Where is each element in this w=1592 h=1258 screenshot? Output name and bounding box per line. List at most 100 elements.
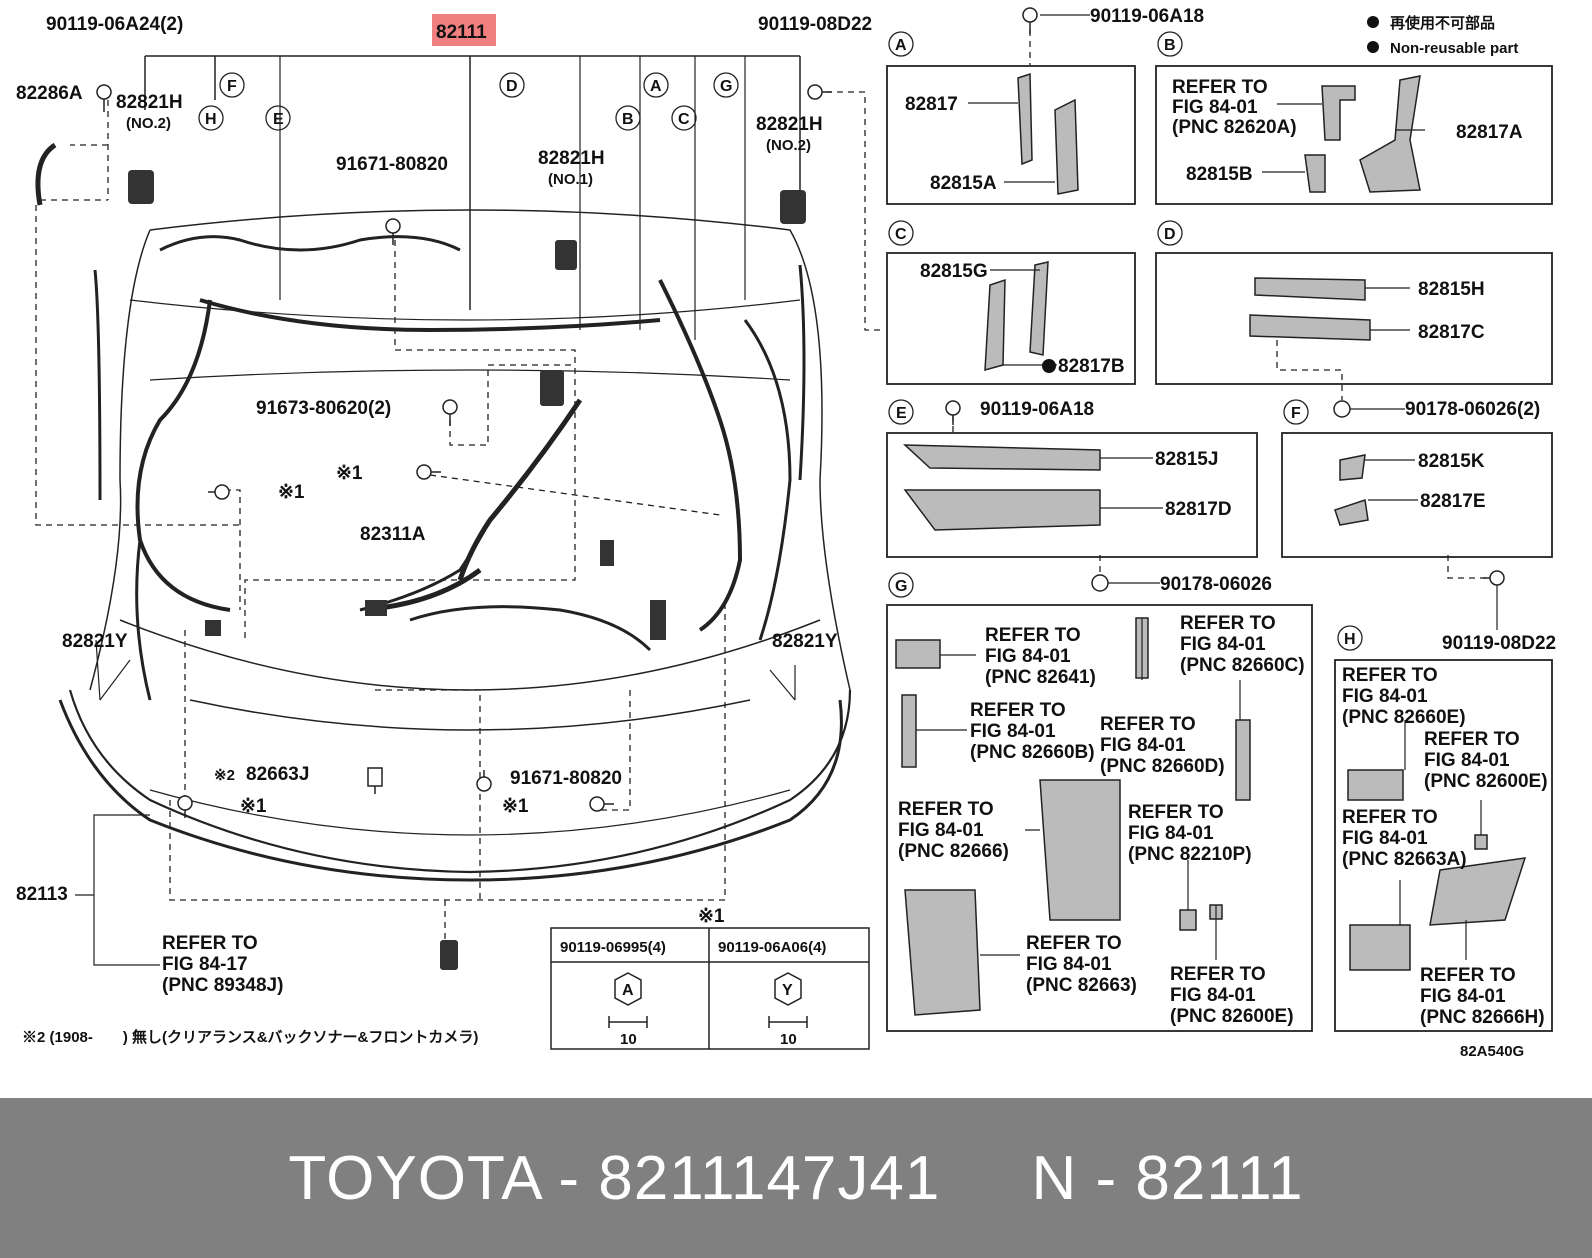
parts-diagram: 82111 90119-06A24(2) 90119-08D22 82286A …: [16, 6, 1556, 1060]
inset-G-ref0-l2: FIG 84-01: [985, 646, 1071, 667]
inset-H-ref3-l2: FIG 84-01: [1420, 986, 1506, 1007]
inset-G-ref2-l1: REFER TO: [970, 700, 1066, 721]
label-82821H-left: 82821H: [116, 92, 183, 113]
inset-G-title: G: [895, 578, 907, 595]
inset-E-part-1: 82817D: [1165, 499, 1232, 520]
footer-bar: TOYOTA - 8211147J41 N - 82111: [0, 1098, 1592, 1258]
inset-G-ref4-l3: (PNC 82666): [898, 841, 1009, 862]
inset-G-ref7-l3: (PNC 82600E): [1170, 1006, 1294, 1027]
bolt-icon: [945, 400, 961, 425]
label-82663J: 82663J: [246, 764, 309, 785]
inset-D-part-0: 82815H: [1418, 279, 1485, 300]
inset-G-ref3-l1: REFER TO: [1100, 714, 1196, 735]
bolt-icon: [208, 484, 230, 500]
footnote-star2: ※2 (1908- ) 無し(クリアランス&バックソナー&フロントカメラ): [22, 1028, 478, 1046]
inset-G-ref7-l2: FIG 84-01: [1170, 985, 1256, 1006]
inset-F-bolt-label: 90119-08D22: [1442, 633, 1556, 654]
inset-bolt-icons: [945, 7, 1505, 592]
bolt-icon: [1483, 570, 1505, 586]
label-90119-08D22: 90119-08D22: [758, 14, 872, 35]
callout-A-main: A: [650, 78, 662, 95]
inset-H-ref0-l3: (PNC 82660E): [1342, 707, 1466, 728]
inset-H-ref2-l3: (PNC 82663A): [1342, 849, 1467, 870]
inset-H-ref1-l1: REFER TO: [1424, 729, 1520, 750]
bolt-icon: [416, 464, 441, 480]
inset-G-ref5-l1: REFER TO: [1128, 802, 1224, 823]
inset-A-title: A: [895, 37, 907, 54]
label-91673-80620: 91673-80620(2): [256, 398, 391, 419]
inset-G-ref0-l1: REFER TO: [985, 625, 1081, 646]
inset-G-ref0-l3: (PNC 82641): [985, 667, 1096, 688]
figure-code: 82A540G: [1460, 1043, 1524, 1060]
inset-G-ref1-l1: REFER TO: [1180, 613, 1276, 634]
inset-G-ref4-l1: REFER TO: [898, 799, 994, 820]
inset-H-ref0-l1: REFER TO: [1342, 665, 1438, 686]
bolt-table-col1-part: 90119-06995(4): [560, 939, 666, 956]
bolt-table-col2-letter: Y: [782, 982, 793, 999]
label-90119-06A24: 90119-06A24(2): [46, 14, 183, 35]
inset-G-ref1-l3: (PNC 82660C): [1180, 655, 1305, 676]
inset-G-ref5-l2: FIG 84-01: [1128, 823, 1214, 844]
inset-C-part-0: 82815G: [920, 261, 988, 282]
inset-G-ref5-l3: (PNC 82210P): [1128, 844, 1252, 865]
callout-C-main: C: [678, 111, 690, 128]
inset-G-ref3-l3: (PNC 82660D): [1100, 756, 1225, 777]
inset-C-part-1: 82817B: [1058, 356, 1125, 377]
inset-C-title: C: [895, 226, 907, 243]
non-reusable-icon: [1042, 359, 1056, 373]
bolt-icon: [1022, 7, 1038, 34]
leader-lines: [35, 30, 1490, 940]
callout-B-main: B: [622, 111, 634, 128]
inset-B-part-1: 82815B: [1186, 164, 1253, 185]
label-star1-a: ※1: [336, 463, 363, 484]
bolt-icon: [807, 84, 832, 100]
inset-H-title: H: [1344, 631, 1356, 648]
label-82113: 82113: [16, 884, 68, 905]
label-82821Y-left: 82821Y: [62, 631, 128, 652]
inset-E-part-0: 82815J: [1155, 449, 1218, 470]
inset-F-part-1: 82817E: [1420, 491, 1486, 512]
refer-8917-l3: (PNC 89348J): [162, 975, 283, 996]
inset-frames: [886, 65, 1553, 1032]
label-star1-d: ※1: [502, 796, 529, 817]
inset-E-clip-label: 90178-06026: [1160, 574, 1272, 595]
bolt-icon: [385, 218, 401, 245]
bolt-icon: [177, 795, 193, 818]
label-star2: ※2: [214, 767, 235, 784]
inset-E-bolt-label: 90119-06A18: [980, 399, 1094, 420]
callout-D-main: D: [506, 78, 518, 95]
inset-F-part-0: 82815K: [1418, 451, 1485, 472]
bolt-table-col1-letter: A: [622, 982, 634, 999]
inset-G-ref3-l2: FIG 84-01: [1100, 735, 1186, 756]
inset-B-part-0: 82817A: [1456, 122, 1523, 143]
inset-A-part-1: 82815A: [930, 173, 997, 194]
inset-H-ref1-l2: FIG 84-01: [1424, 750, 1510, 771]
label-82821H-right-no: (NO.2): [766, 137, 811, 154]
inset-leaders: [916, 14, 1498, 960]
label-82311A: 82311A: [360, 524, 426, 545]
inset-G-ref6-l2: FIG 84-01: [1026, 954, 1112, 975]
inset-F-title: F: [1291, 405, 1301, 422]
inset-B-refer-l2: FIG 84-01: [1172, 97, 1258, 118]
inset-G-ref1-l2: FIG 84-01: [1180, 634, 1266, 655]
inset-G-ref4-l2: FIG 84-01: [898, 820, 984, 841]
inset-H-ref0-l2: FIG 84-01: [1342, 686, 1428, 707]
label-82821H-right: 82821H: [756, 114, 823, 135]
inset-H-ref3-l3: (PNC 82666H): [1420, 1007, 1545, 1028]
inset-H-ref2-l2: FIG 84-01: [1342, 828, 1428, 849]
inset-B-refer-l1: REFER TO: [1172, 77, 1268, 98]
label-star1-c: ※1: [240, 796, 267, 817]
main-part-highlight: [432, 14, 496, 46]
inset-H-refs: REFER TO FIG 84-01 (PNC 82660E) REFER TO…: [1342, 665, 1548, 1028]
harness-drawing: [35, 55, 852, 970]
label-91671-80820-bot: 91671-80820: [510, 768, 622, 789]
non-reusable-icon: [1367, 16, 1379, 28]
bolt-icons: [96, 84, 832, 818]
refer-8917-l1: REFER TO: [162, 933, 258, 954]
label-82821H-left-no: (NO.2): [126, 115, 171, 132]
inset-D-part-1: 82817C: [1418, 322, 1485, 343]
label-91671-80820-top: 91671-80820: [336, 154, 448, 175]
main-callouts: [198, 72, 739, 131]
non-reusable-icon: [1367, 41, 1379, 53]
bolt-table: [550, 927, 870, 1050]
